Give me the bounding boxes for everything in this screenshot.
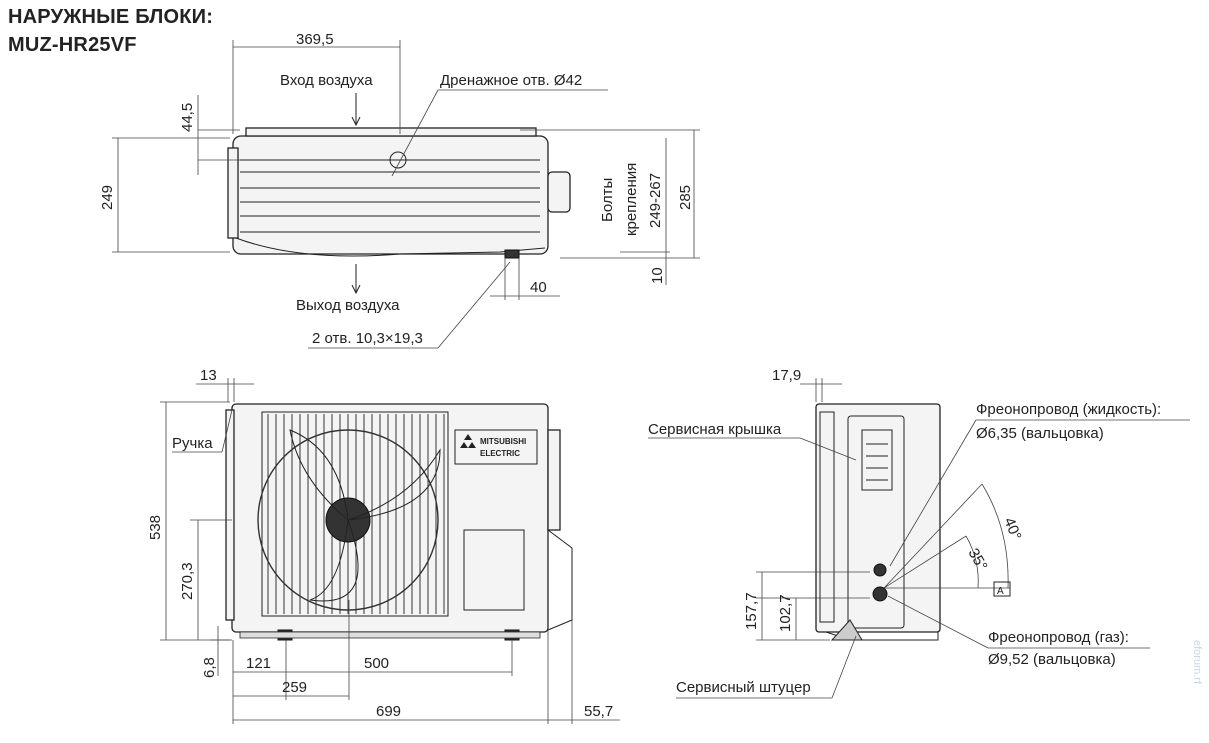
dim-270-3: 270,3 — [179, 562, 196, 600]
fan-guard-ring — [257, 429, 439, 611]
title-line-1: НАРУЖНЫЕ БЛОКИ: — [8, 6, 214, 28]
dim-285: 285 — [677, 185, 694, 210]
service-panel — [463, 529, 525, 611]
section-box — [993, 581, 1011, 597]
top-view-left-rail — [227, 147, 239, 239]
front-view: MITSUBISHI ELECTRIC 13 Ручка 538 270,3 6… — [147, 367, 620, 724]
dim-44-5: 44,5 — [179, 103, 196, 132]
service-port-label: Сервисный штуцер — [676, 679, 811, 696]
drain-hole — [389, 151, 407, 169]
gas-valve — [872, 586, 888, 602]
gas-pipe-label: Фреонопровод (газ): — [988, 629, 1129, 646]
brand-plate — [454, 429, 538, 465]
bolts-label-2: крепления — [623, 163, 640, 236]
fan-grille-frame — [261, 411, 449, 617]
dim-55-7: 55,7 — [584, 703, 613, 720]
dim-121: 121 — [246, 655, 271, 672]
dim-157-7: 157,7 — [743, 592, 760, 630]
service-cover — [847, 415, 905, 629]
dim-6-8: 6,8 — [201, 657, 218, 678]
dim-249: 249 — [99, 185, 116, 210]
handle-label: Ручка — [172, 435, 213, 452]
brand-line-1: MITSUBISHI — [480, 437, 526, 446]
gas-pipe-size: Ø9,52 (вальцовка) — [988, 651, 1116, 668]
liquid-valve — [873, 563, 887, 577]
top-view: 369,5 Вход воздуха Дренажное отв. Ø42 44… — [99, 31, 700, 349]
top-view-body — [232, 135, 549, 255]
side-view-body — [815, 403, 941, 633]
title-line-2: MUZ-HR25VF — [8, 34, 137, 56]
side-view: 17,9 Сервисная крышка Фреонопровод (жидк… — [648, 367, 1190, 699]
dim-102-7: 102,7 — [777, 594, 794, 632]
air-in-label: Вход воздуха — [280, 72, 373, 89]
top-view-top-panel — [245, 127, 537, 137]
dim-369-5: 369,5 — [296, 31, 334, 48]
service-cover-label: Сервисная крышка — [648, 421, 782, 438]
angle-35: 35° — [965, 546, 991, 574]
brand-line-2: ELECTRIC — [480, 449, 520, 458]
top-view-valve-cover — [547, 171, 571, 213]
section-box-label: A — [997, 586, 1004, 597]
liquid-pipe-label: Фреонопровод (жидкость): — [976, 401, 1161, 418]
dim-10: 10 — [649, 267, 666, 284]
dim-500: 500 — [364, 655, 389, 672]
watermark: eforum.rf — [1191, 640, 1203, 685]
dim-40: 40 — [530, 279, 547, 296]
dim-13: 13 — [200, 367, 217, 384]
dim-538: 538 — [147, 515, 164, 540]
bolts-range: 249-267 — [647, 173, 664, 228]
dim-699: 699 — [376, 703, 401, 720]
mount-foot — [504, 249, 520, 259]
liquid-pipe-size: Ø6,35 (вальцовка) — [976, 425, 1104, 442]
holes-label: 2 отв. 10,3×19,3 — [312, 330, 423, 347]
bolts-label-1: Болты — [599, 178, 616, 222]
dim-259: 259 — [282, 679, 307, 696]
air-out-label: Выход воздуха — [296, 297, 400, 314]
dim-17-9: 17,9 — [772, 367, 801, 384]
drain-label: Дренажное отв. Ø42 — [440, 72, 582, 89]
